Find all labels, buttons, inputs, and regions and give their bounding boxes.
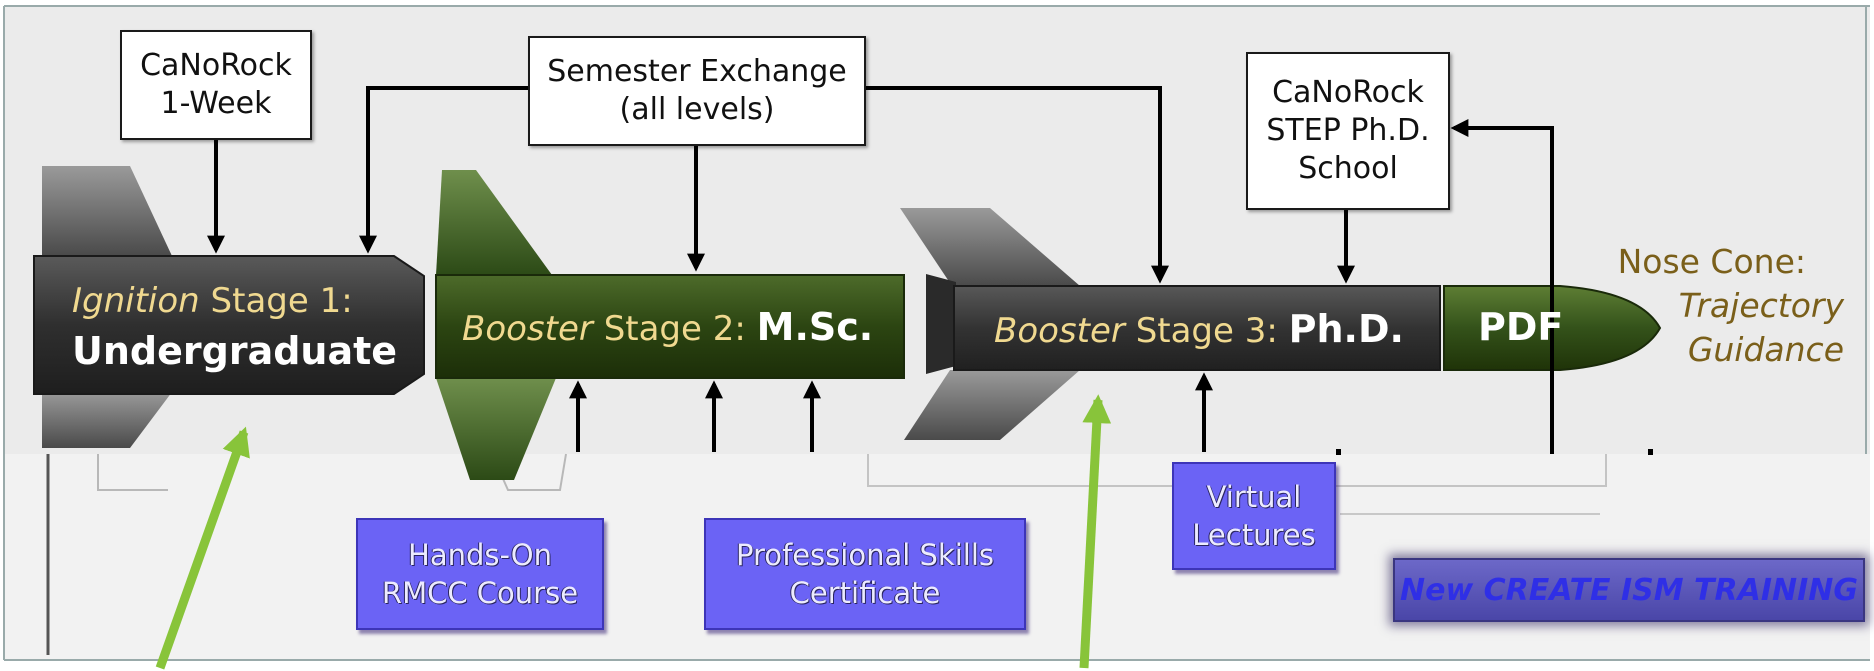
virtual-line1: Virtual <box>1206 480 1302 514</box>
stage3-keyword: Booster <box>994 311 1125 351</box>
semester-exchange-box: Semester Exchange (all levels) <box>528 36 866 146</box>
canorock-step-line2: STEP Ph.D. <box>1266 113 1430 148</box>
virtual-line2: Lectures <box>1192 518 1316 552</box>
arrow-exchange-to-stage3 <box>864 86 1169 284</box>
arrow-pdf-to-step <box>1450 119 1554 454</box>
professional-line2: Certificate <box>789 576 941 610</box>
stage2-stage: Stage 2: <box>603 309 746 349</box>
stage1-keyword: Ignition <box>72 281 200 321</box>
hands-on-line2: RMCC Course <box>381 576 579 610</box>
ghost-outline <box>97 454 168 491</box>
stage1-bottom-fin <box>42 392 172 448</box>
stage3-degree: Ph.D. <box>1288 307 1404 351</box>
pdf-text: PDF <box>1478 305 1564 349</box>
stage3-top-fin <box>900 208 1080 286</box>
semester-exchange-line2: (all levels) <box>619 92 775 127</box>
stage1-label: Ignition Stage 1: <box>72 280 353 322</box>
stage2-bottom-fin <box>436 378 556 480</box>
hands-on-box: Hands-On RMCC Course <box>356 518 604 630</box>
hands-on-line1: Hands-On <box>408 538 552 572</box>
nose-cone-line2: Trajectory <box>1678 286 1844 325</box>
create-ism-banner-text: New CREATE ISM TRAINING <box>1400 572 1858 608</box>
canorock-week-box: CaNoRock 1-Week <box>120 30 312 140</box>
dot <box>1648 449 1653 455</box>
nose-cone-title: Nose Cone: <box>1617 242 1806 281</box>
semester-exchange-line1: Semester Exchange <box>547 54 847 89</box>
stage3-label: Booster Stage 3: Ph.D. <box>994 308 1404 352</box>
pdf-label: PDF <box>1478 306 1563 350</box>
stage1-degree-label: Undergraduate <box>72 330 397 374</box>
canorock-week-line1: CaNoRock <box>140 48 292 83</box>
stage1-degree: Undergraduate <box>72 329 398 373</box>
stage2-degree: M.Sc. <box>756 305 874 349</box>
canorock-step-line3: School <box>1298 151 1398 186</box>
canorock-week-line2: 1-Week <box>160 86 272 121</box>
stage1-body <box>33 255 425 395</box>
professional-line1: Professional Skills <box>736 538 994 572</box>
stage3-bottom-fin <box>904 370 1080 440</box>
stage3-stage: Stage 3: <box>1135 311 1278 351</box>
green-arrow-stage3 <box>1079 394 1112 669</box>
virtual-lectures-box: Virtual Lectures <box>1172 462 1336 570</box>
nose-cone-line3: Guidance <box>1687 330 1844 369</box>
nose-cone-label: Nose Cone: Trajectory Guidance <box>1618 240 1844 372</box>
canorock-step-line1: CaNoRock <box>1272 75 1424 110</box>
dot <box>1336 449 1341 455</box>
stage2-top-fin <box>436 170 552 275</box>
stage2-label: Booster Stage 2: M.Sc. <box>462 306 873 350</box>
canorock-step-box: CaNoRock STEP Ph.D. School <box>1246 52 1450 210</box>
stage3-body <box>953 285 1441 371</box>
stage2-keyword: Booster <box>462 309 593 349</box>
stage3-nozzle <box>926 274 956 374</box>
stage2-body <box>435 274 905 379</box>
stage1-top-fin <box>42 166 172 256</box>
stage1-stage: Stage 1: <box>210 281 353 321</box>
arrow-exchange-to-stage1 <box>359 86 530 254</box>
professional-skills-box: Professional Skills Certificate <box>704 518 1026 630</box>
green-arrow-stage1 <box>155 426 250 670</box>
create-ism-banner: New CREATE ISM TRAINING <box>1393 558 1865 622</box>
